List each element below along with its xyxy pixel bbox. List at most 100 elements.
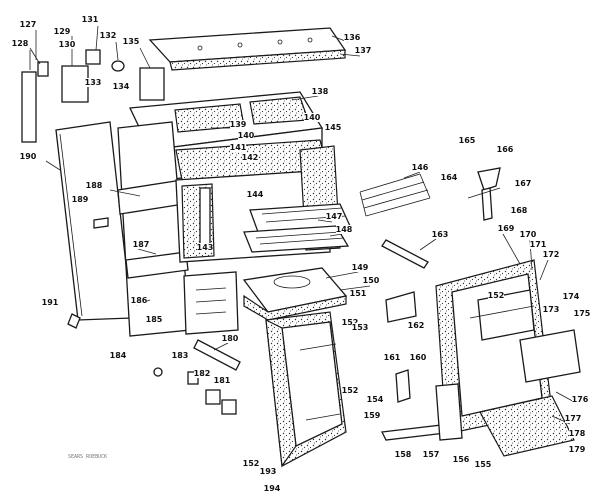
- callout-label: 169: [498, 224, 515, 233]
- callout-label: 142: [242, 153, 259, 162]
- callout-label: 141: [230, 143, 247, 152]
- callout-bg: [488, 291, 504, 300]
- callout-bg: [412, 163, 428, 172]
- callout-label: 129: [54, 27, 71, 36]
- small-hardware: [67, 217, 241, 415]
- callout-bg: [342, 318, 358, 327]
- callout-label: 170: [520, 230, 537, 239]
- callout-bg: [312, 87, 328, 96]
- callout-label: 140: [238, 131, 255, 140]
- callout-label: 162: [408, 321, 425, 330]
- cooktop-top-panel: [148, 27, 347, 71]
- callout-label: 152: [243, 459, 260, 468]
- callout-bg: [325, 123, 341, 132]
- callout-bg: [20, 152, 36, 161]
- callout-label: 181: [214, 376, 231, 385]
- callout-label: 183: [172, 351, 189, 360]
- callout-label: 152: [488, 291, 505, 300]
- callout-bg: [123, 37, 139, 46]
- callout-bg: [197, 243, 213, 252]
- callout-bg: [133, 240, 149, 249]
- callout-bg: [543, 305, 559, 314]
- callout-label: 153: [352, 323, 369, 332]
- callout-bg: [569, 429, 585, 438]
- callout-label: 184: [110, 351, 127, 360]
- callout-label: 193: [260, 467, 277, 476]
- callout-bg: [59, 40, 75, 49]
- callout-label: 185: [146, 315, 163, 324]
- main-cabinet-body: [117, 121, 239, 337]
- callout-bg: [222, 334, 238, 343]
- callout-label: 149: [352, 263, 369, 272]
- callout-bg: [20, 20, 36, 29]
- callout-bg: [172, 351, 188, 360]
- callout-label: 173: [543, 305, 560, 314]
- callout-bg: [82, 15, 98, 24]
- callout-bg: [342, 386, 358, 395]
- callout-bg: [326, 212, 342, 221]
- broiler-element: [359, 173, 431, 217]
- callout-label: 152: [342, 386, 359, 395]
- callout-label: 187: [133, 240, 150, 249]
- callout-label: 151: [350, 289, 367, 298]
- callout-bg: [384, 353, 400, 362]
- callout-bg: [569, 445, 585, 454]
- callout-label: 160: [410, 353, 427, 362]
- callout-label: 178: [569, 429, 586, 438]
- callout-label: 163: [432, 230, 449, 239]
- callout-label: 179: [569, 445, 586, 454]
- callout-bg: [543, 250, 559, 259]
- callout-bg: [497, 145, 513, 154]
- callout-bg: [563, 292, 579, 301]
- callout-bg: [194, 369, 210, 378]
- callout-label: 191: [42, 298, 59, 307]
- callout-bg: [264, 484, 280, 493]
- callout-label: 175: [574, 309, 591, 318]
- callout-label: 146: [412, 163, 429, 172]
- callout-label: 194: [264, 484, 281, 493]
- callout-label: 168: [511, 206, 528, 215]
- callout-bg: [565, 414, 581, 423]
- callout-label: 166: [497, 145, 514, 154]
- callout-label: 189: [72, 195, 89, 204]
- callout-bg: [72, 195, 88, 204]
- callout-label: 158: [395, 450, 412, 459]
- broiler-tray: [242, 267, 348, 321]
- callout-bg: [336, 225, 352, 234]
- callout-bg: [355, 46, 371, 55]
- callout-label: 140: [304, 113, 321, 122]
- callout-bg: [243, 459, 259, 468]
- callout-bg: [408, 321, 424, 330]
- callout-label: 138: [312, 87, 329, 96]
- callout-bg: [42, 298, 58, 307]
- callout-label: 157: [423, 450, 440, 459]
- callout-bg: [475, 460, 491, 469]
- callout-bg: [110, 351, 126, 360]
- callout-bg: [113, 82, 129, 91]
- callout-bg: [520, 230, 536, 239]
- callout-label: 171: [530, 240, 547, 249]
- callout-label: 165: [459, 136, 476, 145]
- callout-label: 186: [131, 296, 148, 305]
- callout-label: 130: [59, 40, 76, 49]
- callout-label: 161: [384, 353, 401, 362]
- callout-label: 147: [326, 212, 343, 221]
- callout-bg: [100, 31, 116, 40]
- thermostat-bracket: [467, 167, 501, 221]
- callout-label: 150: [363, 276, 380, 285]
- callout-bg: [432, 230, 448, 239]
- callout-bg: [511, 206, 527, 215]
- callout-bg: [12, 39, 28, 48]
- callout-label: 131: [82, 15, 99, 24]
- callout-label: 167: [515, 179, 532, 188]
- callout-bg: [574, 309, 590, 318]
- callout-label: 180: [222, 334, 239, 343]
- lower-oven-door: [265, 311, 347, 468]
- callout-label: 139: [230, 120, 247, 129]
- callout-label: 154: [367, 395, 384, 404]
- callout-bg: [364, 411, 380, 420]
- callout-label: 132: [100, 31, 117, 40]
- callout-bg: [453, 455, 469, 464]
